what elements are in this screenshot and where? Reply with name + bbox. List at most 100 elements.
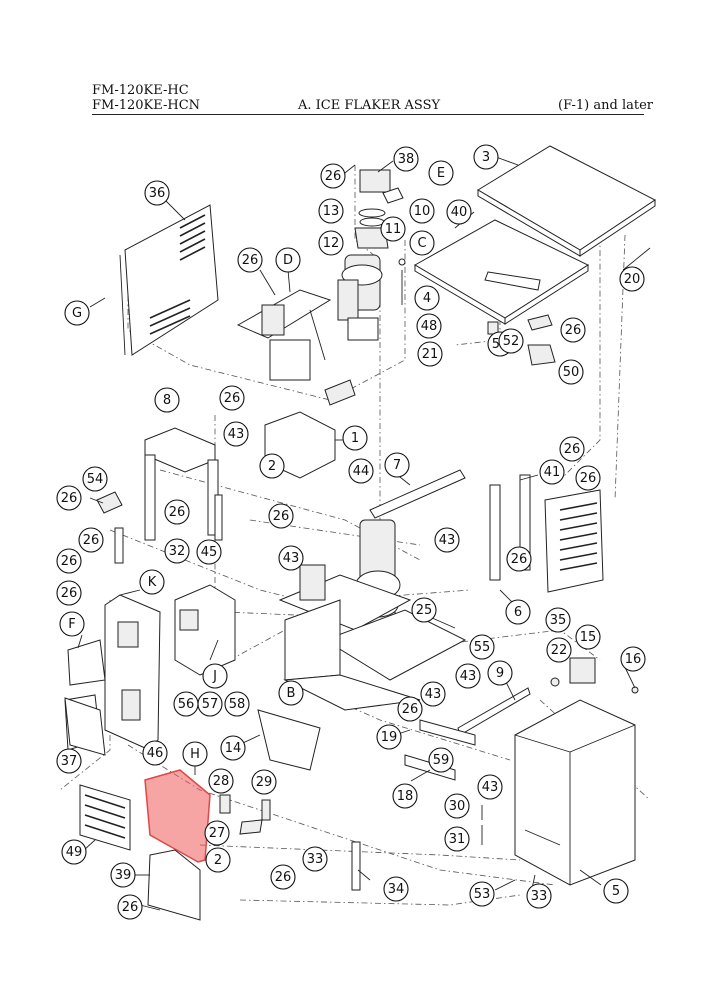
front-panel-h (144, 769, 211, 863)
callout-circle (202, 663, 228, 689)
callout-32: 32 (164, 538, 190, 564)
callout-circle (139, 569, 165, 595)
callout-26: 26 (506, 546, 532, 572)
callout-54: 54 (82, 466, 108, 492)
callout-text: 26 (61, 491, 78, 506)
callout-C: C (409, 230, 435, 256)
callout-circle (318, 198, 344, 224)
callout-text: 14 (225, 741, 242, 756)
callout-26: 26 (56, 548, 82, 574)
callout-circle (505, 599, 531, 625)
callout-text: 43 (439, 533, 456, 548)
callout-circle (270, 864, 296, 890)
callout-H: H (182, 741, 208, 767)
callout-text: 26 (83, 533, 100, 548)
callout-2: 2 (205, 847, 231, 873)
callout-52: 52 (498, 328, 524, 354)
lower-front-panel (147, 849, 201, 921)
callout-22: 22 (546, 637, 572, 663)
callout-37: 37 (56, 748, 82, 774)
callout-circle (414, 285, 440, 311)
callout-text: 26 (169, 505, 186, 520)
callout-circle (545, 607, 571, 633)
callout-circle (251, 769, 277, 795)
callout-33: 33 (526, 883, 552, 909)
evaporator-assembly (278, 519, 467, 681)
callout-G: G (64, 300, 90, 326)
callout-circle (428, 747, 454, 773)
callout-circle (411, 597, 437, 623)
callout-B: B (278, 680, 304, 706)
callout-8: 8 (154, 387, 180, 413)
base-unit (283, 564, 421, 711)
callout-circle (473, 144, 499, 170)
callout-text: 7 (393, 458, 401, 473)
callout-circle (197, 691, 223, 717)
callout-text: 56 (178, 697, 195, 712)
callout-circle (376, 724, 402, 750)
callout-text: 46 (147, 746, 164, 761)
leader-lines (77, 156, 651, 911)
callout-D: D (275, 247, 301, 273)
callout-text: G (72, 306, 82, 321)
header-rule (92, 114, 644, 115)
deflector-plate (257, 709, 321, 771)
callout-text: 35 (550, 613, 567, 628)
callout-circle (434, 527, 460, 553)
callout-text: 54 (87, 472, 104, 487)
callout-text: 32 (169, 544, 186, 559)
callout-text: 50 (563, 365, 580, 380)
callout-text: 26 (275, 870, 292, 885)
callout-circle (558, 359, 584, 385)
callout-circle (428, 160, 454, 186)
callout-circle (526, 883, 552, 909)
callout-circle (82, 466, 108, 492)
top-left-panel (119, 204, 219, 356)
callout-text: 26 (242, 253, 259, 268)
callout-39: 39 (110, 862, 136, 888)
callout-circle (498, 328, 524, 354)
callout-26: 26 (320, 163, 346, 189)
callout-text: 43 (283, 551, 300, 566)
callout-text: 16 (625, 652, 642, 667)
callout-43: 43 (455, 663, 481, 689)
callout-2: 2 (259, 453, 285, 479)
callout-text: 41 (544, 465, 561, 480)
callout-circle (380, 216, 406, 242)
callout-43: 43 (434, 527, 460, 553)
callout-circle (455, 663, 481, 689)
callout-circle (142, 740, 168, 766)
callout-text: 48 (421, 319, 438, 334)
callout-text: 20 (624, 272, 641, 287)
callout-text: 19 (381, 730, 398, 745)
callout-5: 5 (603, 878, 629, 904)
cabinet-base (514, 699, 636, 886)
callout-text: 11 (385, 222, 402, 237)
callout-text: 49 (66, 845, 83, 860)
callout-text: K (148, 575, 157, 590)
callout-circle (393, 146, 419, 172)
callout-circle (446, 199, 472, 225)
callout-text: 26 (122, 900, 139, 915)
callout-text: 45 (201, 545, 218, 560)
callout-text: 4 (423, 291, 431, 306)
callout-text: 43 (228, 427, 245, 442)
callout-text: 10 (414, 204, 431, 219)
callout-circle (56, 548, 82, 574)
callout-text: 53 (474, 887, 491, 902)
callout-text: 18 (397, 789, 414, 804)
callout-text: 34 (388, 882, 405, 897)
callout-text: 57 (202, 697, 219, 712)
callout-44: 44 (348, 458, 374, 484)
callout-circle (64, 300, 90, 326)
callout-46: 46 (142, 740, 168, 766)
callout-text: 38 (398, 152, 415, 167)
callout-text: 5 (612, 884, 620, 899)
callout-43: 43 (477, 774, 503, 800)
callout-circle (409, 198, 435, 224)
callout-circle (559, 436, 585, 462)
callout-11: 11 (380, 216, 406, 242)
callout-13: 13 (318, 198, 344, 224)
callout-circle (469, 881, 495, 907)
callout-circle (204, 820, 230, 846)
